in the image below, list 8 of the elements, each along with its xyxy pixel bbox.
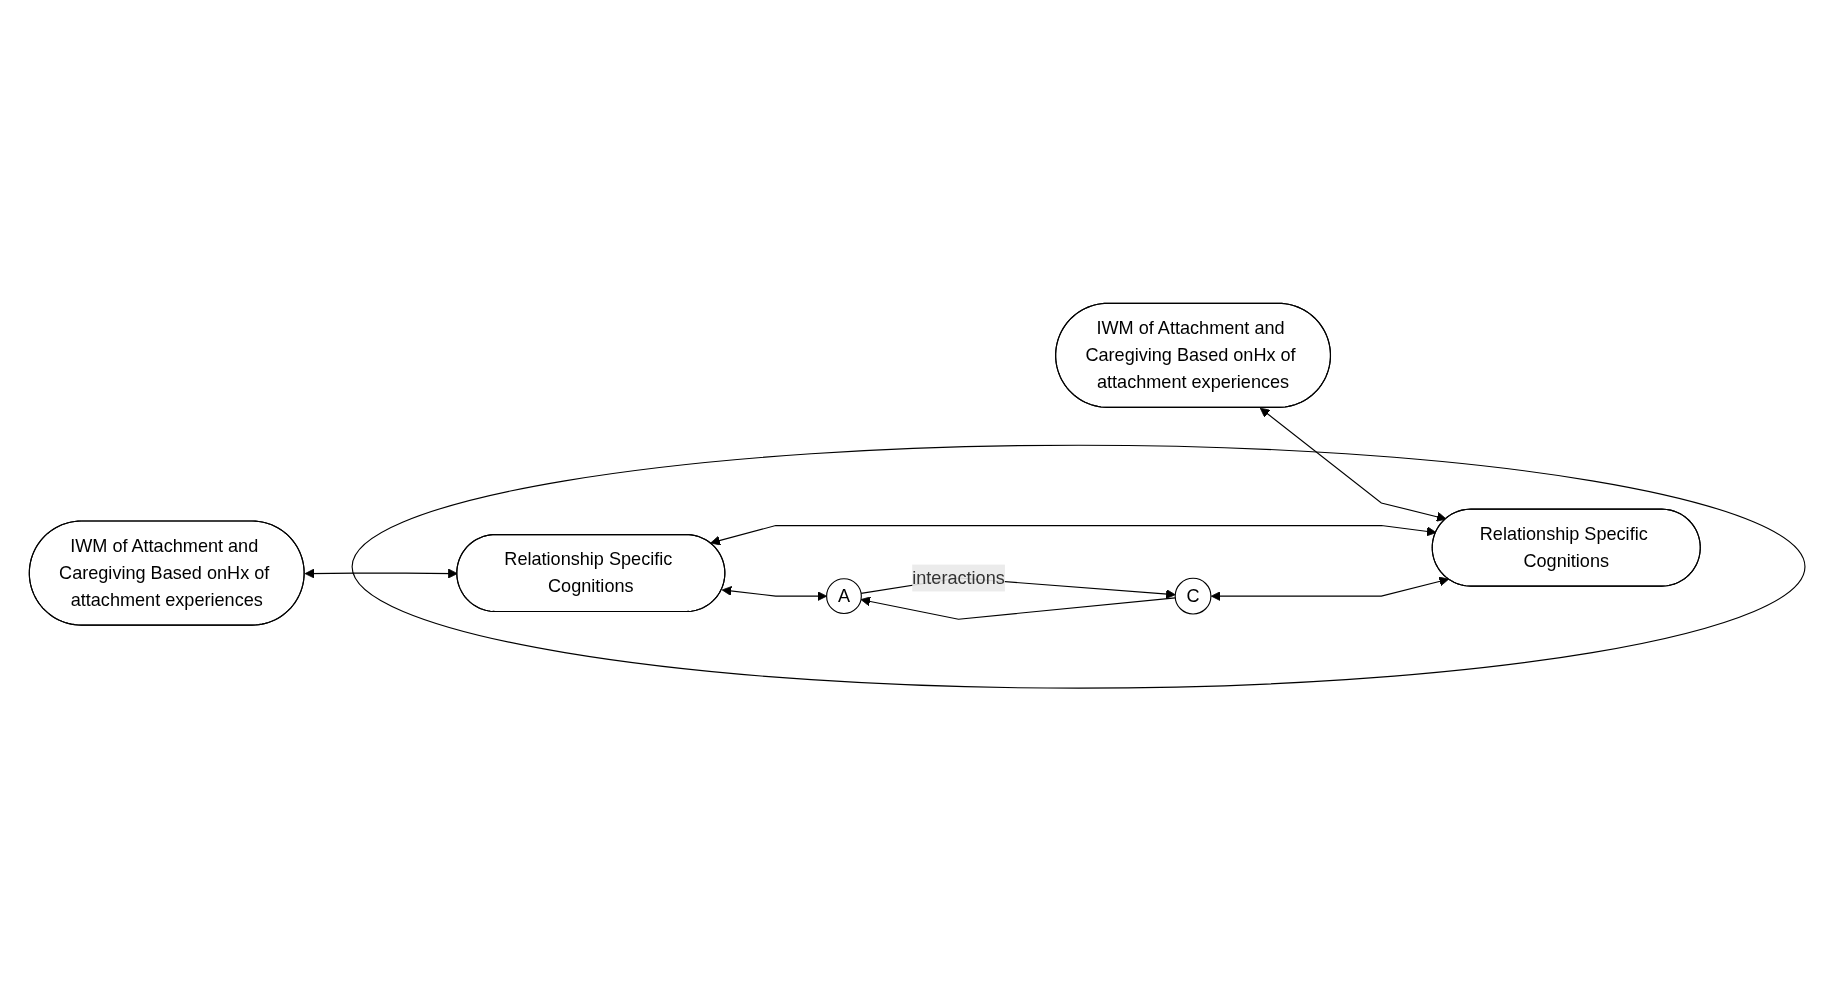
node-circle: A bbox=[826, 577, 863, 614]
arrow bbox=[710, 524, 1437, 546]
edge-label: interactions bbox=[912, 567, 1006, 587]
arrow bbox=[1211, 576, 1450, 601]
arrow bbox=[722, 585, 828, 601]
cluster bbox=[351, 444, 1806, 689]
arrow bbox=[1260, 407, 1447, 522]
node-circle: C bbox=[1175, 577, 1212, 615]
